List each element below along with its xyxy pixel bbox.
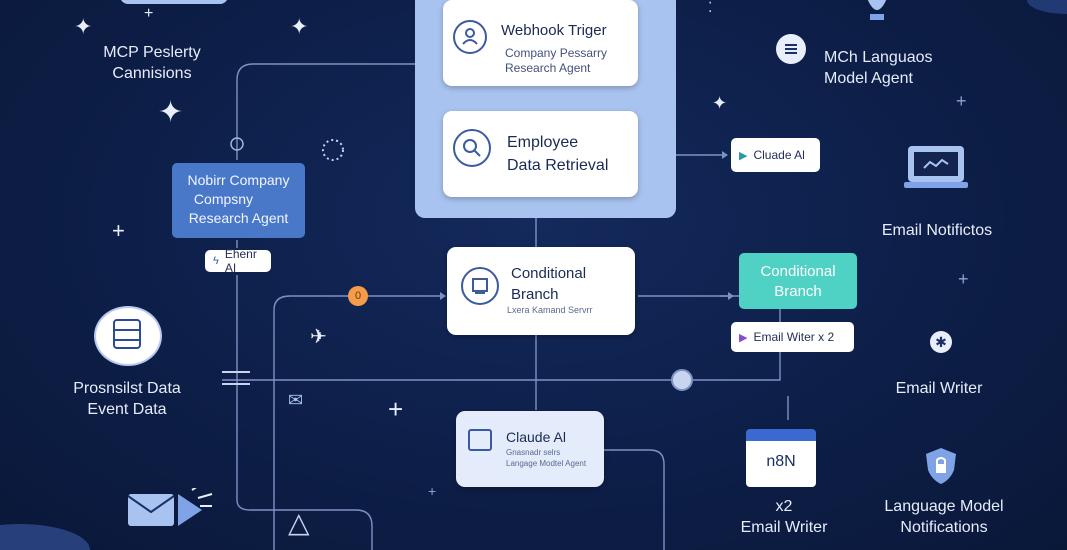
sparkle-icon: ✦ bbox=[290, 14, 309, 39]
sparkle-icon: ✦ bbox=[158, 96, 184, 129]
plane-icon: ✈ bbox=[310, 326, 327, 348]
webhook-sub: Company Pessarry Research Agent bbox=[505, 46, 608, 75]
right-top-label: MCh Languaos Model Agent bbox=[824, 49, 933, 87]
gear-icon bbox=[776, 34, 806, 64]
webhook-trigger-card[interactable]: Webhook Triger Company Pessarry Research… bbox=[443, 0, 638, 86]
bolt-icon: ϟ bbox=[213, 255, 219, 267]
email-notifications-label: Email Notifictos bbox=[881, 222, 993, 239]
conditional-branch-teal[interactable]: Conditional Branch bbox=[739, 253, 857, 309]
database-node[interactable] bbox=[94, 306, 162, 366]
play-icon: ▶ bbox=[739, 331, 748, 344]
send-mail-icon bbox=[126, 485, 216, 532]
monitor-icon bbox=[902, 142, 970, 194]
calendar-label: n8N bbox=[766, 453, 796, 470]
plus-icon: + bbox=[956, 91, 967, 111]
gray-node[interactable] bbox=[671, 369, 693, 391]
data-event-label: Prosnsilst Data Event Data bbox=[73, 380, 181, 418]
left-top-label: MCP Peslerty Cannisions bbox=[103, 44, 201, 82]
search-icon bbox=[453, 129, 491, 167]
mail-icon: ✉ bbox=[288, 390, 304, 410]
conditional-branch-card[interactable]: Conditional Branch Lxera Kamand Servrr bbox=[447, 247, 635, 335]
bottom-writer-label: x2 Email Writer bbox=[740, 498, 828, 536]
shield-icon bbox=[924, 446, 958, 486]
plus-icon: + bbox=[428, 483, 437, 499]
claude-sub: Gnasnadr selrs Langage Modtel Agent bbox=[506, 448, 587, 468]
database-icon bbox=[113, 319, 141, 349]
conditional-title: Conditional Branch bbox=[511, 265, 587, 303]
email-writer-pill[interactable]: ▶ Email Witer x 2 bbox=[731, 322, 854, 352]
snowflake-icon: ✱ bbox=[930, 331, 952, 353]
company-research-card[interactable]: Nobirr Company Compsny Research Agent bbox=[172, 163, 305, 238]
claude-title: Claude Al bbox=[506, 429, 566, 445]
orange-node[interactable]: 0 bbox=[348, 286, 368, 306]
sparkle-icon: + bbox=[144, 5, 154, 22]
claude-ai-card[interactable]: Claude Al Gnasnadr selrs Langage Modtel … bbox=[456, 411, 604, 487]
calendar-icon: n8N bbox=[746, 429, 816, 487]
webhook-title: Webhook Triger bbox=[501, 22, 607, 39]
ehenr-ai-pill[interactable]: ϟ Ehenr AI bbox=[205, 247, 271, 275]
partial-card bbox=[120, 0, 228, 4]
branch-icon bbox=[461, 267, 499, 305]
plus-icon: + bbox=[388, 394, 404, 424]
robot-icon bbox=[468, 429, 492, 451]
employee-data-card[interactable]: Employee Data Retrieval bbox=[443, 111, 638, 197]
employee-title: Employee Data Retrieval bbox=[507, 134, 609, 174]
bulb-icon bbox=[854, 0, 900, 24]
user-icon bbox=[453, 20, 487, 54]
claude-ai-pill[interactable]: ▶ Cluade Al bbox=[731, 138, 820, 172]
warning-icon: △ bbox=[288, 507, 310, 538]
play-icon: ▶ bbox=[739, 149, 748, 162]
bottom-language-label: Language Model Notifications bbox=[884, 498, 1004, 536]
conditional-sub: Lxera Kamand Servrr bbox=[507, 305, 593, 315]
email-writer-label: Email Writer bbox=[895, 380, 983, 397]
plus-icon: + bbox=[112, 218, 125, 243]
sparkle-icon: ✦ bbox=[74, 14, 93, 39]
dots-icon: ⁚ bbox=[708, 0, 713, 15]
sparkle-icon: ✦ bbox=[712, 93, 728, 113]
plus-icon: + bbox=[958, 269, 969, 289]
